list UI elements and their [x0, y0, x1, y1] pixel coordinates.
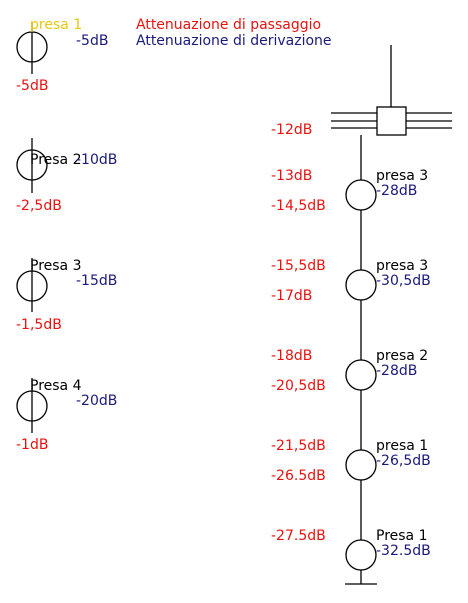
- riser-outlet-2: presa 3 -30,5dB -15,5dB -17dB: [271, 258, 431, 304]
- splitter-box: [376, 106, 407, 136]
- output-attenuation: -17dB: [271, 288, 312, 304]
- derivation-attenuation: -26,5dB: [376, 453, 431, 469]
- input-attenuation: -27.5dB: [271, 528, 326, 544]
- left-outlet-1: presa 1 -5dB -5dB: [16, 17, 108, 94]
- outlet-symbol: [345, 359, 377, 391]
- output-attenuation: -20,5dB: [271, 378, 326, 394]
- derivation-attenuation: -10dB: [76, 152, 117, 168]
- outlet-symbol: [16, 390, 48, 422]
- outlet-symbol: [16, 31, 48, 63]
- passage-attenuation: -5dB: [16, 78, 48, 94]
- passage-attenuation: -1,5dB: [16, 317, 62, 333]
- outlet-symbol: [16, 270, 48, 302]
- outlet-symbol: [345, 179, 377, 211]
- riser-outlet-5: Presa 1 -32.5dB -27.5dB: [271, 528, 431, 571]
- left-outlet-2: Presa 2 -10dB -2,5dB: [16, 138, 117, 214]
- output-attenuation: -14,5dB: [271, 198, 326, 214]
- legend-derivation: Attenuazione di derivazione: [136, 33, 332, 49]
- input-attenuation: -18dB: [271, 348, 312, 364]
- outlet-label: Presa 4: [30, 378, 82, 394]
- riser: -12dB presa 3 -28dB -13dB -14,5dB presa …: [271, 45, 452, 585]
- splitter-level: -12dB: [271, 122, 312, 138]
- outlet-label: presa 2: [376, 348, 428, 364]
- outlet-label: Presa 3: [30, 258, 82, 274]
- input-attenuation: -13dB: [271, 168, 312, 184]
- output-attenuation: -26.5dB: [271, 468, 326, 484]
- riser-outlet-1: presa 3 -28dB -13dB -14,5dB: [271, 168, 428, 214]
- derivation-attenuation: -5dB: [76, 33, 108, 49]
- riser-outlet-4: presa 1 -26,5dB -21,5dB -26.5dB: [271, 438, 431, 484]
- outlet-label: Presa 2: [30, 152, 82, 168]
- outlet-symbol: [345, 449, 377, 481]
- derivation-attenuation: -28dB: [376, 183, 417, 199]
- outlet-label: presa 3: [376, 168, 428, 184]
- derivation-attenuation: -15dB: [76, 273, 117, 289]
- input-attenuation: -21,5dB: [271, 438, 326, 454]
- outlet-label: presa 1: [30, 17, 82, 33]
- legend-passage: Attenuazione di passaggio: [136, 17, 321, 33]
- passage-attenuation: -1dB: [16, 437, 48, 453]
- derivation-attenuation: -32.5dB: [376, 543, 431, 559]
- outlet-label: Presa 1: [376, 528, 428, 544]
- riser-outlet-3: presa 2 -28dB -18dB -20,5dB: [271, 348, 428, 394]
- left-outlet-4: Presa 4 -20dB -1dB: [16, 378, 117, 453]
- derivation-attenuation: -30,5dB: [376, 273, 431, 289]
- passage-attenuation: -2,5dB: [16, 198, 62, 214]
- outlet-symbol: [345, 539, 377, 571]
- outlet-symbol: [345, 269, 377, 301]
- input-attenuation: -15,5dB: [271, 258, 326, 274]
- outlet-symbol: [16, 149, 48, 181]
- outlet-label: presa 1: [376, 438, 428, 454]
- derivation-attenuation: -28dB: [376, 363, 417, 379]
- outlet-label: presa 3: [376, 258, 428, 274]
- derivation-attenuation: -20dB: [76, 393, 117, 409]
- left-outlet-3: Presa 3 -15dB -1,5dB: [16, 258, 117, 333]
